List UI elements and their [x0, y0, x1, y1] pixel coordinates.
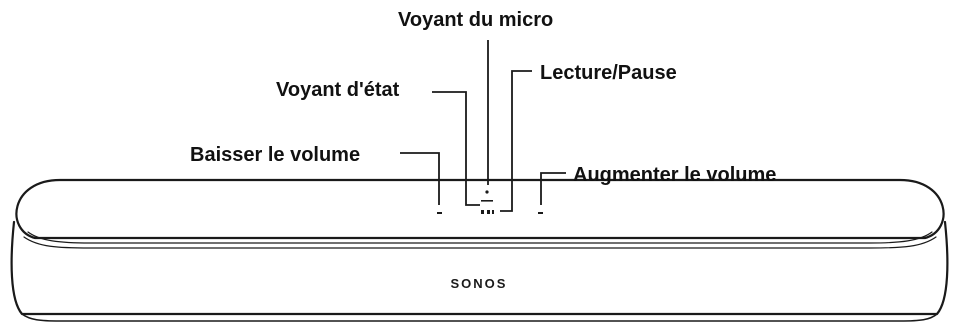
- play-pause-mark-1: [481, 210, 484, 214]
- soundbar-rim-line-1: [27, 231, 933, 244]
- leader-volup: [540, 172, 566, 205]
- status-indicator-mark: [481, 200, 493, 202]
- brand-logo: SONOS: [450, 276, 508, 291]
- callout-play-pause: Lecture/Pause: [540, 62, 677, 84]
- leader-status: [432, 91, 480, 206]
- volume-up-control-mark: [538, 212, 543, 214]
- mic-indicator-dot: [485, 190, 489, 194]
- callout-status-indicator: Voyant d'état: [276, 79, 400, 101]
- soundbar-bottom-edge: [21, 313, 938, 322]
- soundbar: [10, 178, 949, 322]
- callout-mic-indicator: Voyant du micro: [398, 9, 554, 31]
- leader-lines: [400, 40, 566, 212]
- play-pause-mark-2: [487, 210, 490, 214]
- callout-volume-down: Baisser le volume: [190, 144, 361, 166]
- soundbar-rim-line-2: [23, 236, 937, 249]
- soundbar-top-surface: [15, 178, 945, 240]
- soundbar-front: [10, 220, 949, 316]
- leader-voldown: [400, 152, 440, 205]
- play-pause-mark-3: [492, 210, 494, 214]
- leader-playpause: [500, 70, 532, 212]
- callout-volume-up: Augmenter le volume: [573, 164, 777, 186]
- touch-controls: [437, 190, 543, 214]
- volume-down-control-mark: [437, 212, 442, 214]
